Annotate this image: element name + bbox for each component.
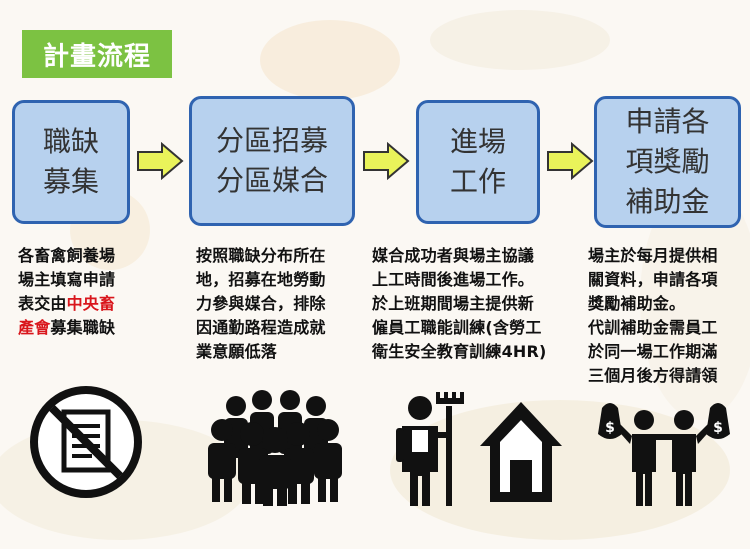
step-box-start-work: 進場 工作 bbox=[416, 100, 540, 224]
step-description-1: 各畜禽飼養場 場主填寫申請 表交由中央畜 產會募集職缺 bbox=[18, 246, 116, 337]
step-description-4: 場主於每月提供相 關資料，申請各項 獎勵補助金。 代訓補助金需員工 於同一場工作… bbox=[588, 246, 718, 385]
page-title: 計畫流程 bbox=[22, 30, 172, 78]
svg-text:$: $ bbox=[605, 420, 615, 436]
money-bag-people-icon: $ $ bbox=[598, 403, 730, 506]
arrow-right-icon bbox=[363, 142, 410, 180]
step-description-3: 媒合成功者與場主協議 上工時間後進場工作。 於上班期間場主提供新 僱員工職能訓練… bbox=[372, 246, 547, 361]
crowd-icon bbox=[208, 390, 342, 506]
step-description-2: 按照職缺分布所在 地，招募在地勞動 力參與媒合，排除 因通勤路程造成就 業意願低… bbox=[196, 246, 326, 361]
arrow-right-icon bbox=[547, 142, 594, 180]
svg-text:$: $ bbox=[713, 420, 723, 436]
no-document-icon bbox=[30, 386, 142, 498]
arrow-right-icon bbox=[137, 142, 184, 180]
step-box-apply-subsidy: 申請各 項獎勵 補助金 bbox=[594, 96, 741, 228]
step-box-recruit-match: 分區招募 分區媒合 bbox=[189, 96, 355, 226]
barn-icon bbox=[480, 402, 562, 502]
step-box-job-collection: 職缺 募集 bbox=[12, 100, 130, 224]
farmer-with-rake-icon bbox=[396, 392, 464, 506]
